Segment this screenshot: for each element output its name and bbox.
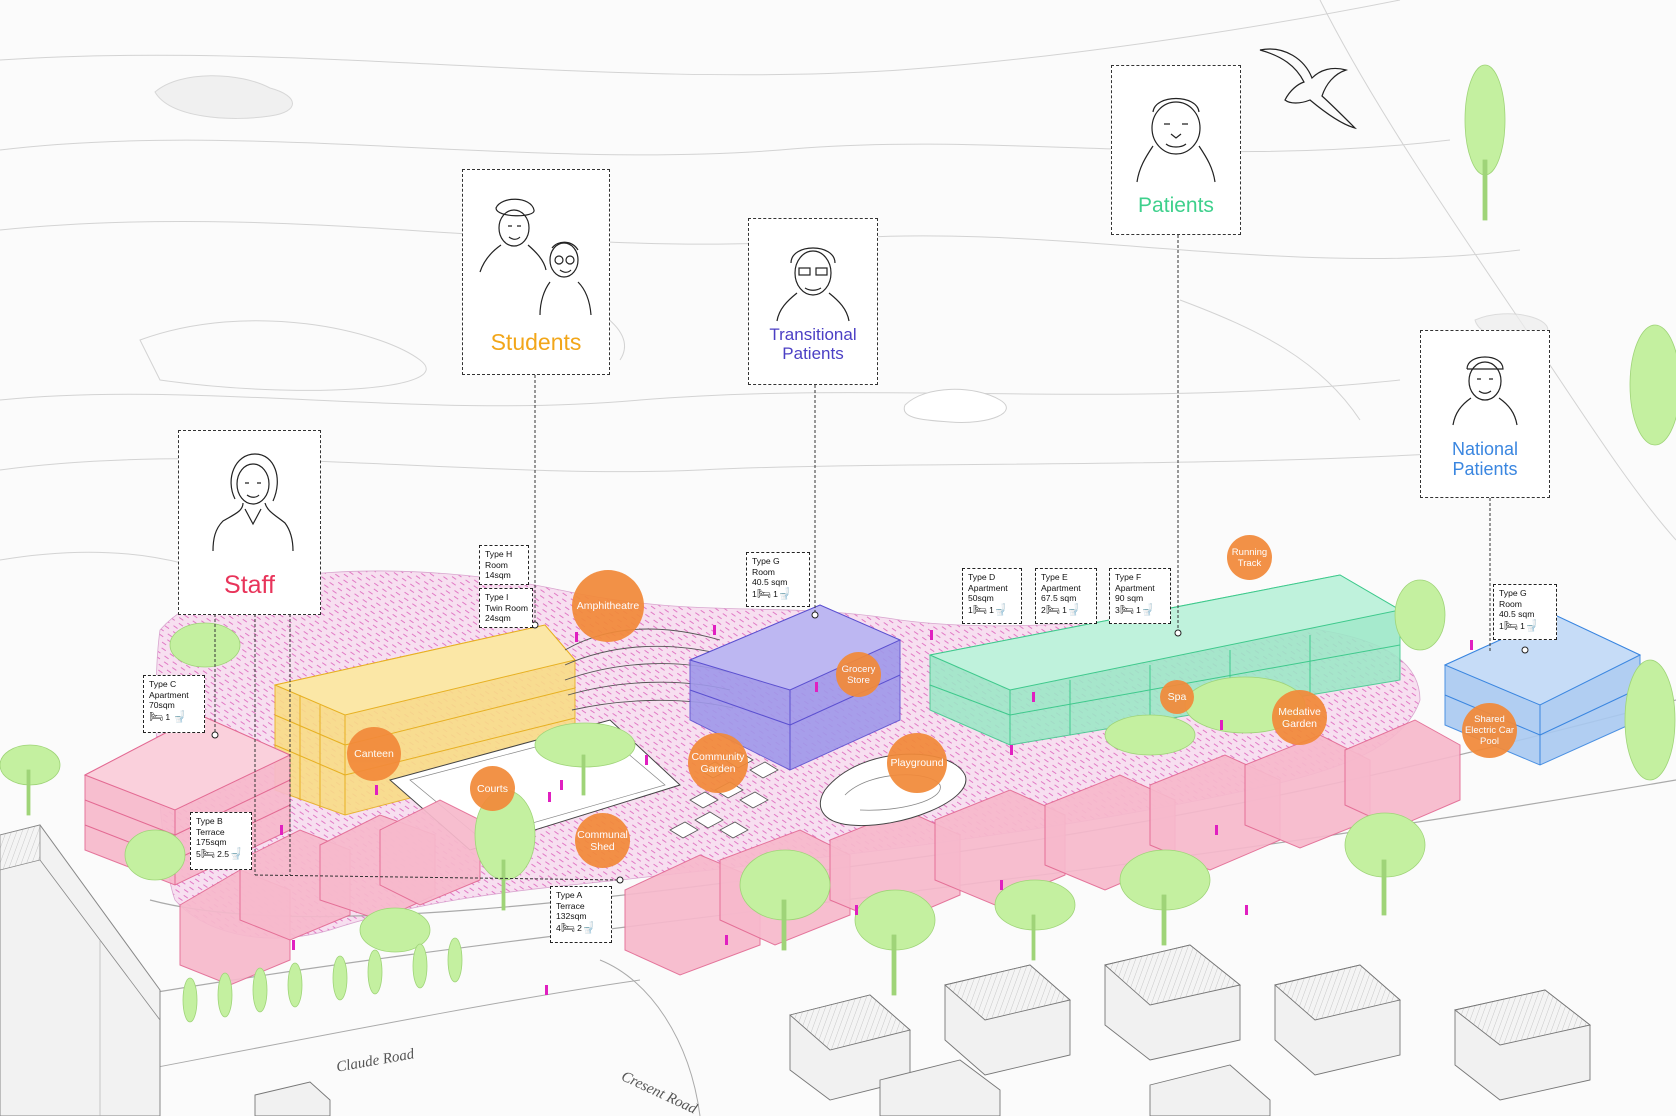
- unit-box-type-b: Type B Terrace 175sqm 5🛏 2.5🚽: [190, 812, 252, 870]
- amenity-courts: Courts: [470, 766, 515, 811]
- bath-icon: 🚽: [582, 922, 596, 934]
- bath-icon: 🚽: [994, 604, 1008, 616]
- bed-icon: 🛏: [1504, 620, 1518, 632]
- persona-staff: Staff: [178, 430, 321, 615]
- amenity-playground: Playground: [887, 733, 947, 793]
- unit-box-type-h: Type H Room 14sqm: [479, 545, 529, 585]
- persona-label-staff: Staff: [179, 571, 320, 599]
- amenity-canteen: Canteen: [347, 727, 401, 781]
- unit-box-type-a: Type A Terrace 132sqm 4🛏 2🚽: [550, 886, 612, 943]
- amenity-community-garden: Community Garden: [688, 733, 748, 793]
- amenity-running-track: Running Track: [1227, 535, 1272, 580]
- unit-box-type-i: Type I Twin Room 24sqm: [479, 588, 533, 628]
- bath-icon: 🚽: [173, 711, 187, 723]
- persona-label-transitional: Transitional Patients: [749, 325, 877, 363]
- unit-box-type-e: Type E Apartment 67.5 sqm 2🛏 1🚽: [1035, 568, 1097, 624]
- amenity-car-pool: Shared Electric Car Pool: [1462, 703, 1517, 758]
- persona-label-national: National Patients: [1421, 439, 1549, 479]
- bed-icon: 🛏: [1046, 604, 1060, 616]
- persona-label-patients: Patients: [1112, 194, 1240, 218]
- bed-icon: 🛏: [149, 711, 163, 723]
- persona-patients: Patients: [1111, 65, 1241, 235]
- persona-students: Students: [462, 169, 610, 375]
- unit-box-type-c: Type C Apartment 70sqm 🛏 1 🚽: [143, 675, 205, 733]
- seagull-icon: [1260, 49, 1355, 128]
- bed-icon: 🛏: [973, 604, 987, 616]
- students-portrait-icon: [476, 190, 596, 320]
- bath-icon: 🚽: [1141, 604, 1155, 616]
- unit-box-type-g-2: Type G Room 40.5 sqm 1🛏 1🚽: [1493, 584, 1557, 640]
- amenity-grocery-store: Grocery Store: [836, 652, 881, 697]
- staff-portrait-icon: [205, 439, 295, 554]
- bath-icon: 🚽: [1067, 604, 1081, 616]
- persona-label-students: Students: [463, 330, 609, 356]
- patients-portrait-icon: [1131, 84, 1221, 184]
- national-portrait-icon: [1445, 343, 1525, 428]
- bed-icon: 🛏: [561, 922, 575, 934]
- transitional-portrait-icon: [773, 233, 853, 323]
- bath-icon: 🚽: [1525, 620, 1539, 632]
- bed-icon: 🛏: [201, 848, 215, 860]
- bed-icon: 🛏: [1120, 604, 1134, 616]
- unit-box-type-g-1: Type G Room 40.5 sqm 1🛏 1🚽: [746, 552, 810, 607]
- amenity-spa: Spa: [1160, 680, 1194, 714]
- persona-transitional: Transitional Patients: [748, 218, 878, 385]
- bath-icon: 🚽: [778, 588, 792, 600]
- bath-icon: 🚽: [229, 848, 243, 860]
- unit-box-type-f: Type F Apartment 90 sqm 3🛏 1🚽: [1109, 568, 1171, 624]
- unit-box-type-d: Type D Apartment 50sqm 1🛏 1🚽: [962, 568, 1022, 624]
- bed-icon: 🛏: [757, 588, 771, 600]
- amenity-communal-shed: Communal Shed: [575, 813, 630, 868]
- amenity-meditative-garden: Medative Garden: [1272, 690, 1327, 745]
- persona-national: National Patients: [1420, 330, 1550, 498]
- amenity-amphitheatre: Amphitheatre: [572, 570, 644, 642]
